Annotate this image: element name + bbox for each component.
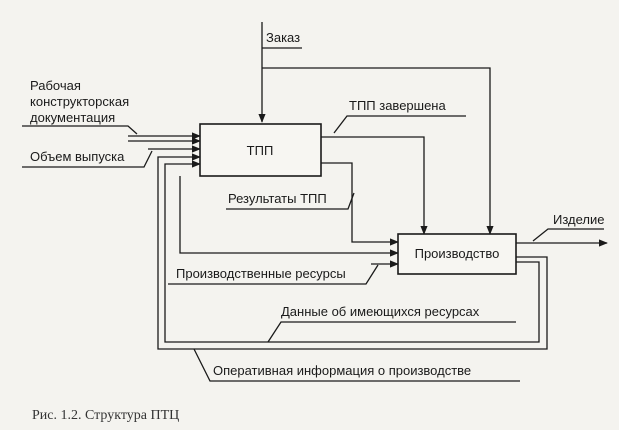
tpp-box-label: ТПП — [247, 143, 274, 158]
production-box — [397, 233, 517, 275]
product-label: Изделие — [553, 212, 604, 227]
design-doc-leader-line — [22, 125, 138, 135]
figure-caption: Рис. 1.2. Структура ПТЦ — [32, 408, 179, 423]
output-volume-leader-line — [22, 150, 153, 168]
operational-info-label: Оперативная информация о производстве — [213, 363, 471, 378]
operational-info-leader-line — [193, 348, 520, 382]
tpp-results-arrow — [321, 162, 399, 246]
design-doc-label-line3: документация — [30, 110, 115, 125]
available-resources-label: Данные об имеющихся ресурсах — [281, 304, 480, 319]
design-doc-label-line1: Рабочая — [30, 78, 81, 93]
tpp-to-production-arrow — [179, 176, 399, 257]
tpp-completed-leader-line — [333, 115, 466, 134]
tpp-completed-label: ТПП завершена — [349, 98, 446, 113]
available-resources-feedback-loop — [164, 160, 540, 343]
production-resources-label: Производственные ресурсы — [176, 266, 346, 281]
order-label: Заказ — [266, 30, 300, 45]
output-volume-label: Объем выпуска — [30, 149, 125, 164]
operational-info-feedback-loop — [157, 153, 548, 350]
product-leader-line — [532, 228, 604, 242]
tpp-box — [199, 123, 322, 177]
available-resources-leader-line — [267, 321, 516, 343]
production-resources-leader-line — [168, 264, 379, 285]
design-doc-label-line2: конструкторская — [30, 94, 129, 109]
order-arrow-to-production — [262, 67, 494, 235]
production-box-label: Производство — [415, 246, 500, 261]
tpp-completed-arrow — [321, 136, 428, 235]
tpp-results-label: Результаты ТПП — [228, 191, 327, 206]
